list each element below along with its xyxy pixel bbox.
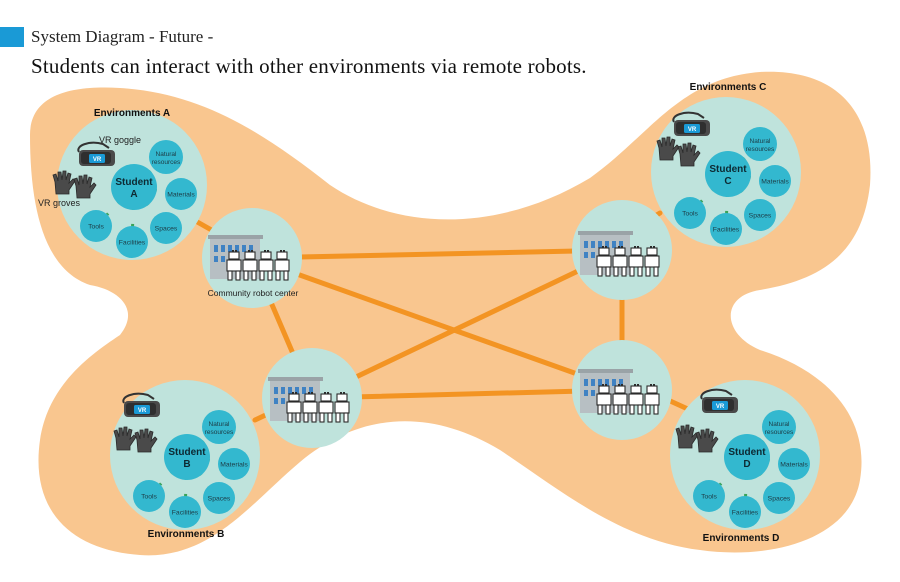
resource-circle: [116, 226, 148, 258]
resource-label: resources: [205, 429, 234, 436]
resource-circle: [763, 482, 795, 514]
resource-circle: [202, 410, 236, 444]
student-circle: [164, 434, 210, 480]
resource-circle: [218, 448, 250, 480]
student-label: Student: [115, 177, 153, 188]
resource-label: Tools: [701, 494, 717, 501]
resource-circle: [693, 480, 725, 512]
resource-circle: [743, 127, 777, 161]
resource-spaces: Spaces: [203, 482, 235, 514]
link-a-c: [249, 247, 625, 261]
vr-goggle-label: VR goggle: [99, 135, 141, 145]
resource-circle: [80, 210, 112, 242]
resource-label: Tools: [682, 211, 698, 218]
resource-facilities: Facilities: [729, 496, 761, 528]
resource-tools: Tools: [80, 210, 112, 242]
resource-materials: Materials: [778, 448, 810, 480]
section-accent-bar: [0, 27, 24, 47]
resource-circle: [203, 482, 235, 514]
resource-label: Spaces: [208, 496, 231, 503]
resource-label: Tools: [141, 494, 157, 501]
resource-facilities: Facilities: [116, 226, 148, 258]
resource-label: Facilities: [713, 227, 740, 234]
resource-label: Spaces: [749, 213, 772, 220]
student-label: Student: [728, 447, 766, 458]
resource-materials: Materials: [165, 178, 197, 210]
student-circle: [705, 151, 751, 197]
section-label: System Diagram - Future -: [31, 27, 214, 46]
student-label: C: [724, 176, 731, 187]
resource-circle: [762, 410, 796, 444]
resource-spaces: Spaces: [150, 212, 182, 244]
resource-label: Natural: [156, 151, 178, 158]
resource-circle: [149, 140, 183, 174]
resource-tools: Tools: [133, 480, 165, 512]
environment-b: Environments BNaturalresourcesMaterialsS…: [110, 380, 260, 540]
resource-label: Spaces: [768, 496, 791, 503]
resource-label: Materials: [167, 192, 195, 199]
resource-label: Facilities: [119, 240, 146, 247]
environment-label: Environments B: [148, 529, 225, 540]
resource-label: Facilities: [172, 510, 199, 517]
student-circle: [724, 434, 770, 480]
environment-label: Environments C: [690, 82, 767, 93]
link-b-c: [309, 247, 625, 401]
community-center-label: Community robot center: [208, 288, 299, 298]
resource-label: resources: [152, 159, 181, 166]
resource-label: Materials: [220, 462, 248, 469]
resource-spaces: Spaces: [744, 199, 776, 231]
resource-label: Spaces: [155, 226, 178, 233]
resource-circle: [778, 448, 810, 480]
link-a-d: [249, 255, 625, 393]
resource-circle: [165, 178, 197, 210]
robot-center-d: [572, 340, 672, 440]
resource-facilities: Facilities: [710, 213, 742, 245]
resource-circle: [710, 213, 742, 245]
student-label: Student: [168, 447, 206, 458]
resource-tools: Tools: [693, 480, 725, 512]
robot-center-a: [202, 208, 302, 308]
environment-a: Environments ANaturalresourcesMaterialsS…: [52, 108, 207, 260]
resource-label: Facilities: [732, 510, 759, 517]
resource-label: resources: [765, 429, 794, 436]
environment-d: Environments DNaturalresourcesMaterialsS…: [670, 380, 820, 544]
resource-materials: Materials: [759, 165, 791, 197]
resource-label: resources: [746, 146, 775, 153]
link-b-d: [309, 387, 625, 401]
resource-circle: [133, 480, 165, 512]
student-label: Student: [709, 164, 747, 175]
environment-label: Environments A: [94, 108, 170, 119]
resource-label: Natural: [769, 421, 791, 428]
resource-label: Materials: [761, 179, 789, 186]
resource-circle: [169, 496, 201, 528]
student-circle: [111, 164, 157, 210]
resource-circle: [729, 496, 761, 528]
page-title: Students can interact with other environ…: [31, 54, 587, 78]
robot-center-b: [262, 348, 362, 448]
resource-tools: Tools: [674, 197, 706, 229]
resource-materials: Materials: [218, 448, 250, 480]
environment-label: Environments D: [703, 533, 780, 544]
vr-groves-label: VR groves: [38, 198, 81, 208]
resource-facilities: Facilities: [169, 496, 201, 528]
resource-circle: [674, 197, 706, 229]
student-label: A: [130, 189, 137, 200]
resource-spaces: Spaces: [763, 482, 795, 514]
resource-label: Materials: [780, 462, 808, 469]
resource-label: Natural: [209, 421, 231, 428]
robot-center-c: [572, 200, 672, 300]
student-label: D: [743, 459, 750, 470]
resource-label: Natural: [750, 138, 772, 145]
environment-c: Environments CNaturalresourcesMaterialsS…: [651, 82, 801, 247]
resource-circle: [744, 199, 776, 231]
resource-circle: [759, 165, 791, 197]
resource-label: Tools: [88, 224, 104, 231]
resource-circle: [150, 212, 182, 244]
student-label: B: [183, 459, 190, 470]
